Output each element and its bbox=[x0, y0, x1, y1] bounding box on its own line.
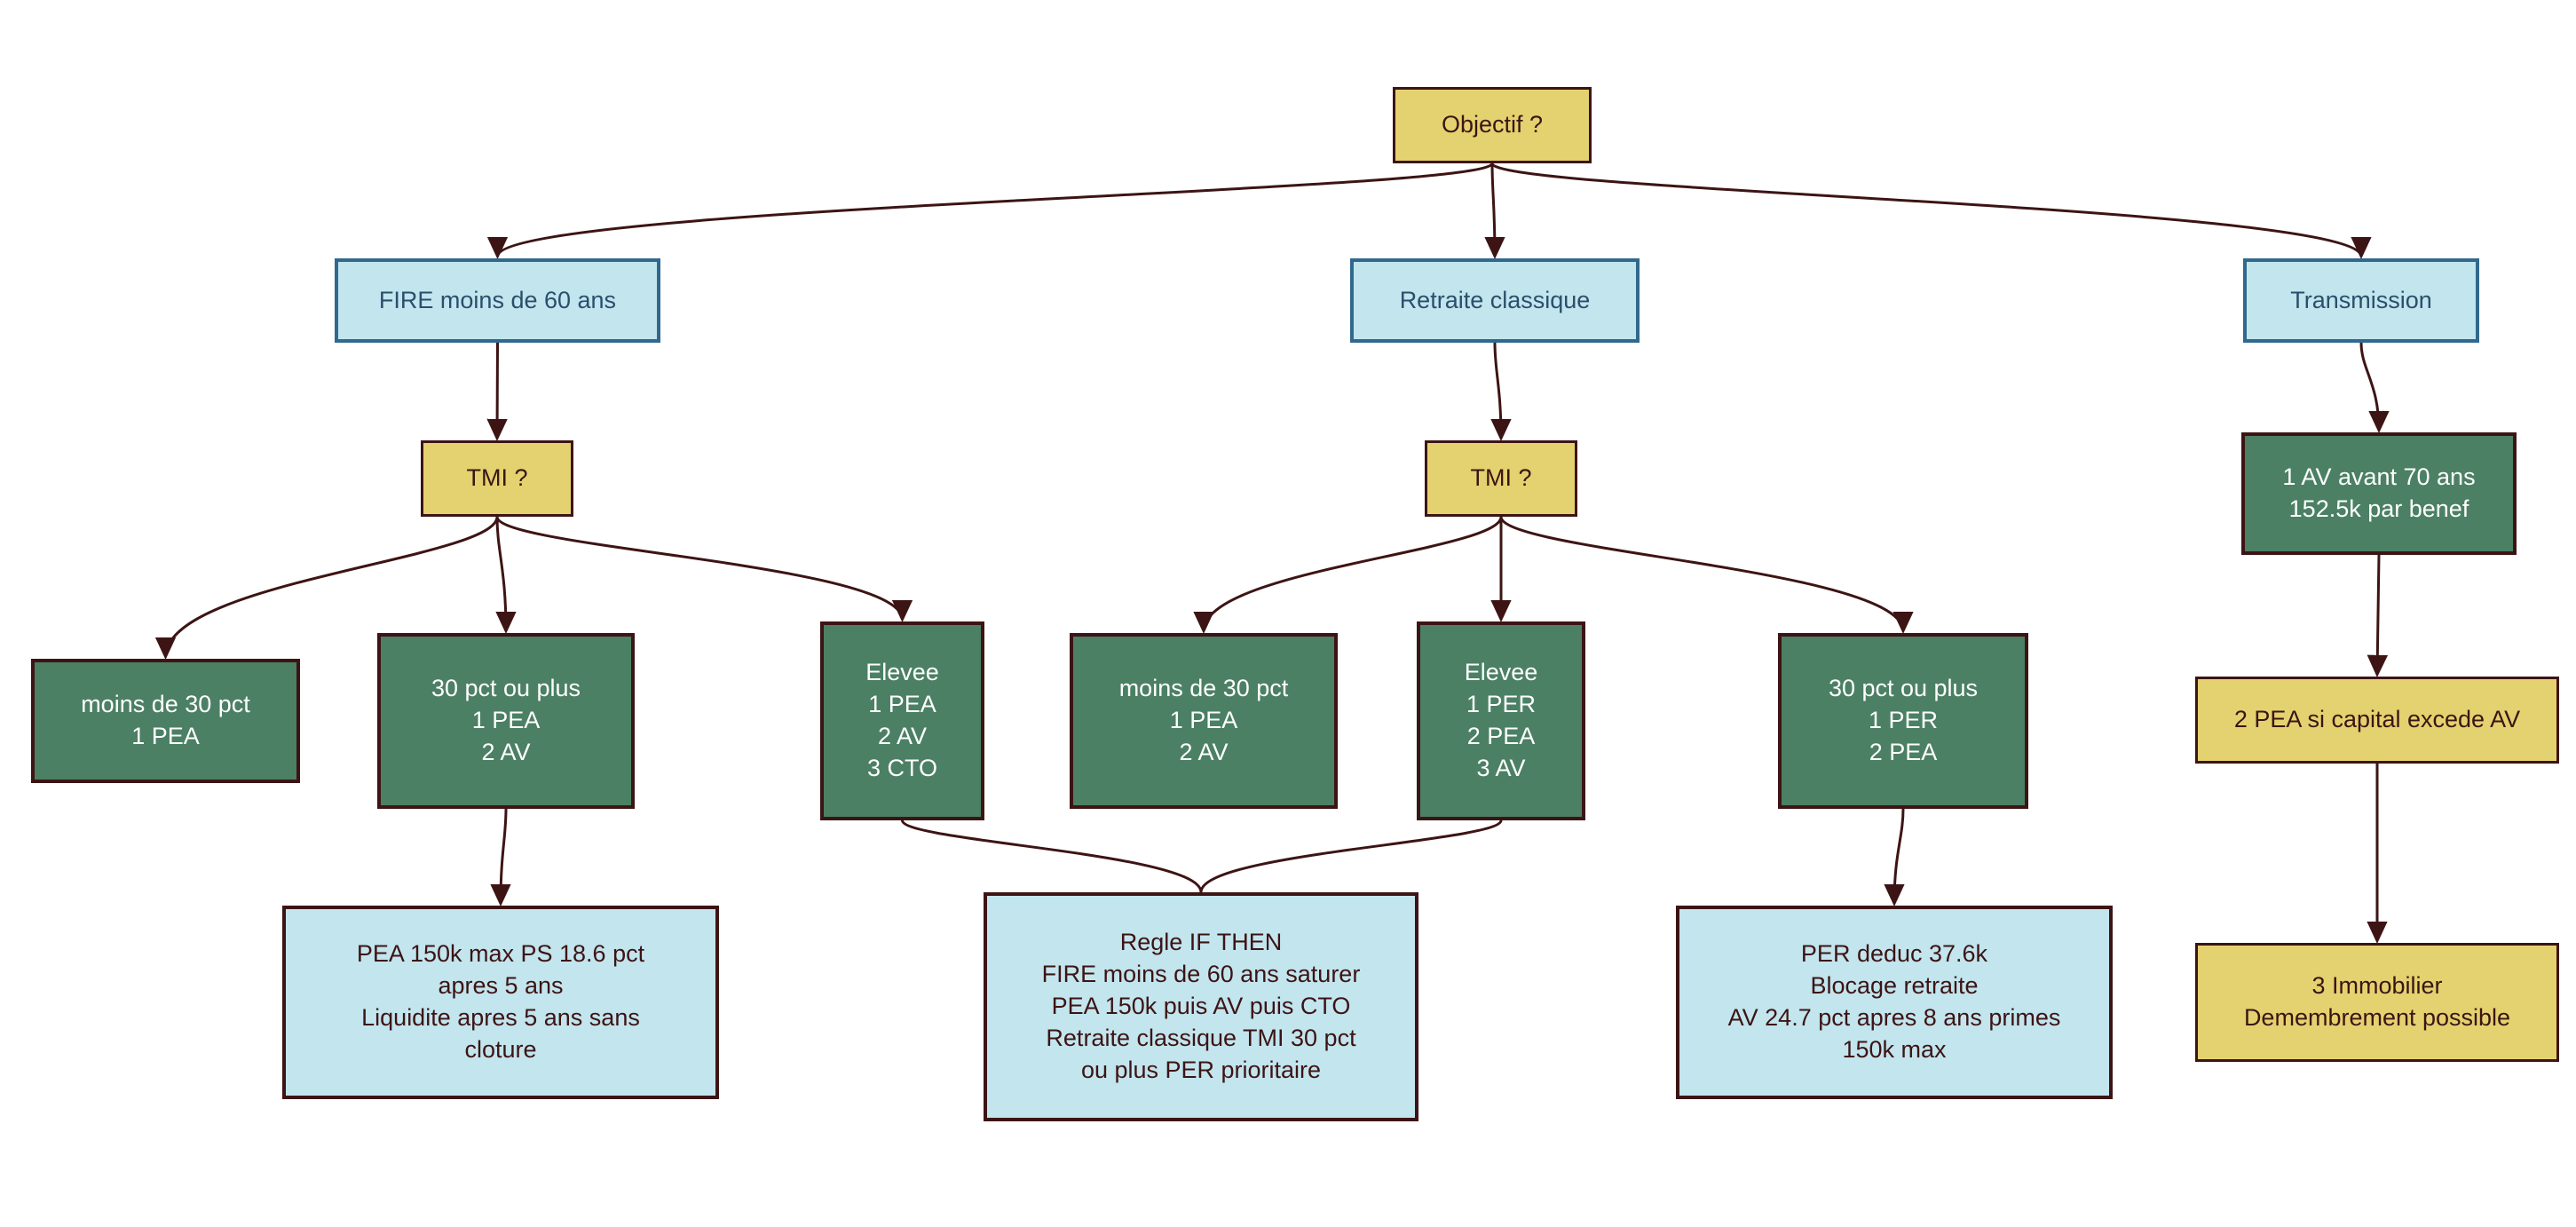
node-regle-note-line-3: Retraite classique TMI 30 pct bbox=[1046, 1024, 1356, 1051]
node-ret-moins30-line-0: moins de 30 pct bbox=[1118, 675, 1289, 702]
node-trans-av[interactable]: 1 AV avant 70 ans 152.5k par benef bbox=[2241, 432, 2517, 555]
node-trans-immo-line-1: Demembrement possible bbox=[2243, 1004, 2511, 1031]
node-objectif[interactable]: Objectif ? bbox=[1393, 87, 1592, 163]
edge-objectif-transmission bbox=[1490, 162, 2372, 259]
node-transmission[interactable]: Transmission bbox=[2243, 258, 2479, 343]
node-tmi-fire-line-0: TMI ? bbox=[466, 464, 528, 492]
node-ret-30plus-line-1: 1 PER bbox=[1868, 707, 1939, 734]
node-trans-av-line-0: 1 AV avant 70 ans bbox=[2282, 463, 2476, 491]
node-trans-pea-line-0: 2 PEA si capital excede AV bbox=[2233, 706, 2521, 733]
node-regle-note-line-2: PEA 150k puis AV puis CTO bbox=[1051, 993, 1351, 1020]
edge-ret30-note bbox=[1884, 808, 1905, 906]
node-fire-30plus-line-1: 1 PEA bbox=[471, 707, 541, 734]
node-trans-immo-line-0: 3 Immobilier bbox=[2311, 972, 2443, 1000]
edge-transmission-av bbox=[2359, 342, 2390, 433]
node-retraite-line-0: Retraite classique bbox=[1399, 286, 1591, 313]
node-fire-30plus[interactable]: 30 pct ou plus 1 PEA 2 AV bbox=[377, 633, 635, 809]
node-fire-note-line-3: cloture bbox=[464, 1035, 537, 1063]
node-ret-elevee-line-2: 2 PEA bbox=[1466, 723, 1536, 749]
node-fire[interactable]: FIRE moins de 60 ans bbox=[335, 258, 660, 343]
node-tmi-retraite[interactable]: TMI ? bbox=[1425, 440, 1577, 517]
edge-objectif-fire bbox=[487, 162, 1494, 259]
edge-transav-pea bbox=[2367, 554, 2389, 677]
node-regle-note-line-0: Regle IF THEN bbox=[1119, 929, 1283, 956]
edge-fire-tmi bbox=[486, 342, 508, 441]
node-trans-av-line-1: 152.5k par benef bbox=[2288, 495, 2469, 522]
node-fire-elevee-line-3: 3 CTO bbox=[866, 754, 938, 781]
edge-objectif-retraite bbox=[1484, 162, 1505, 259]
node-fire-line-0: FIRE moins de 60 ans bbox=[378, 286, 617, 313]
node-fire-elevee[interactable]: Elevee 1 PEA 2 AV 3 CTO bbox=[820, 621, 984, 820]
node-ret-elevee[interactable]: Elevee 1 PER 2 PEA 3 AV bbox=[1417, 621, 1585, 820]
node-tmi-retraite-line-0: TMI ? bbox=[1470, 464, 1532, 492]
node-per-note-line-1: Blocage retraite bbox=[1810, 972, 1979, 1000]
node-transmission-line-0: Transmission bbox=[2290, 286, 2432, 313]
edge-retelevee-regle bbox=[1199, 819, 1503, 893]
node-fire-moins30[interactable]: moins de 30 pct 1 PEA bbox=[31, 659, 300, 783]
node-ret-moins30-line-1: 1 PEA bbox=[1169, 707, 1238, 734]
node-per-note-line-0: PER deduc 37.6k bbox=[1800, 940, 1988, 968]
node-fire-30plus-line-2: 2 AV bbox=[481, 738, 531, 765]
node-ret-30plus-line-2: 2 PEA bbox=[1869, 738, 1938, 765]
edge-fireelevee-regle bbox=[901, 819, 1203, 893]
node-retraite[interactable]: Retraite classique bbox=[1350, 258, 1640, 343]
node-fire-30plus-line-0: 30 pct ou plus bbox=[431, 675, 581, 702]
edge-tmif-elevee bbox=[495, 516, 913, 622]
node-tmi-fire[interactable]: TMI ? bbox=[421, 440, 573, 517]
edge-fire30-note bbox=[490, 808, 511, 906]
node-fire-elevee-line-1: 1 PEA bbox=[868, 691, 936, 718]
node-trans-pea[interactable]: 2 PEA si capital excede AV bbox=[2195, 677, 2559, 764]
edge-tmir-moins30 bbox=[1193, 516, 1503, 634]
node-ret-30plus[interactable]: 30 pct ou plus 1 PER 2 PEA bbox=[1778, 633, 2028, 809]
node-ret-moins30[interactable]: moins de 30 pct 1 PEA 2 AV bbox=[1070, 633, 1338, 809]
node-per-note-line-2: AV 24.7 pct apres 8 ans primes bbox=[1727, 1004, 2061, 1031]
node-fire-elevee-line-0: Elevee bbox=[865, 659, 939, 686]
node-ret-elevee-line-0: Elevee bbox=[1464, 659, 1538, 686]
node-ret-elevee-line-3: 3 AV bbox=[1476, 754, 1526, 781]
node-fire-note-line-0: PEA 150k max PS 18.6 pct bbox=[356, 940, 645, 968]
node-regle-note[interactable]: Regle IF THEN FIRE moins de 60 ans sature… bbox=[984, 892, 1418, 1121]
node-regle-note-line-1: FIRE moins de 60 ans saturer bbox=[1041, 961, 1361, 988]
node-fire-moins30-line-1: 1 PEA bbox=[131, 723, 200, 749]
node-fire-note-line-1: apres 5 ans bbox=[438, 972, 564, 1000]
node-ret-moins30-line-2: 2 AV bbox=[1179, 738, 1229, 765]
node-fire-elevee-line-2: 2 AV bbox=[877, 723, 928, 749]
node-ret-30plus-line-0: 30 pct ou plus bbox=[1828, 675, 1979, 702]
edge-retraite-tmi bbox=[1490, 342, 1512, 441]
edge-tmif-30plus bbox=[495, 516, 517, 634]
node-fire-moins30-line-0: moins de 30 pct bbox=[81, 691, 250, 718]
node-fire-note-line-2: Liquidite apres 5 ans sans bbox=[361, 1004, 640, 1031]
node-ret-elevee-line-1: 1 PER bbox=[1466, 691, 1537, 718]
edge-tmir-30plus bbox=[1499, 516, 1914, 634]
node-regle-note-line-4: ou plus PER prioritaire bbox=[1080, 1056, 1322, 1083]
node-objectif-line-0: Objectif ? bbox=[1441, 111, 1544, 139]
node-per-note-line-3: 150k max bbox=[1842, 1035, 1947, 1063]
